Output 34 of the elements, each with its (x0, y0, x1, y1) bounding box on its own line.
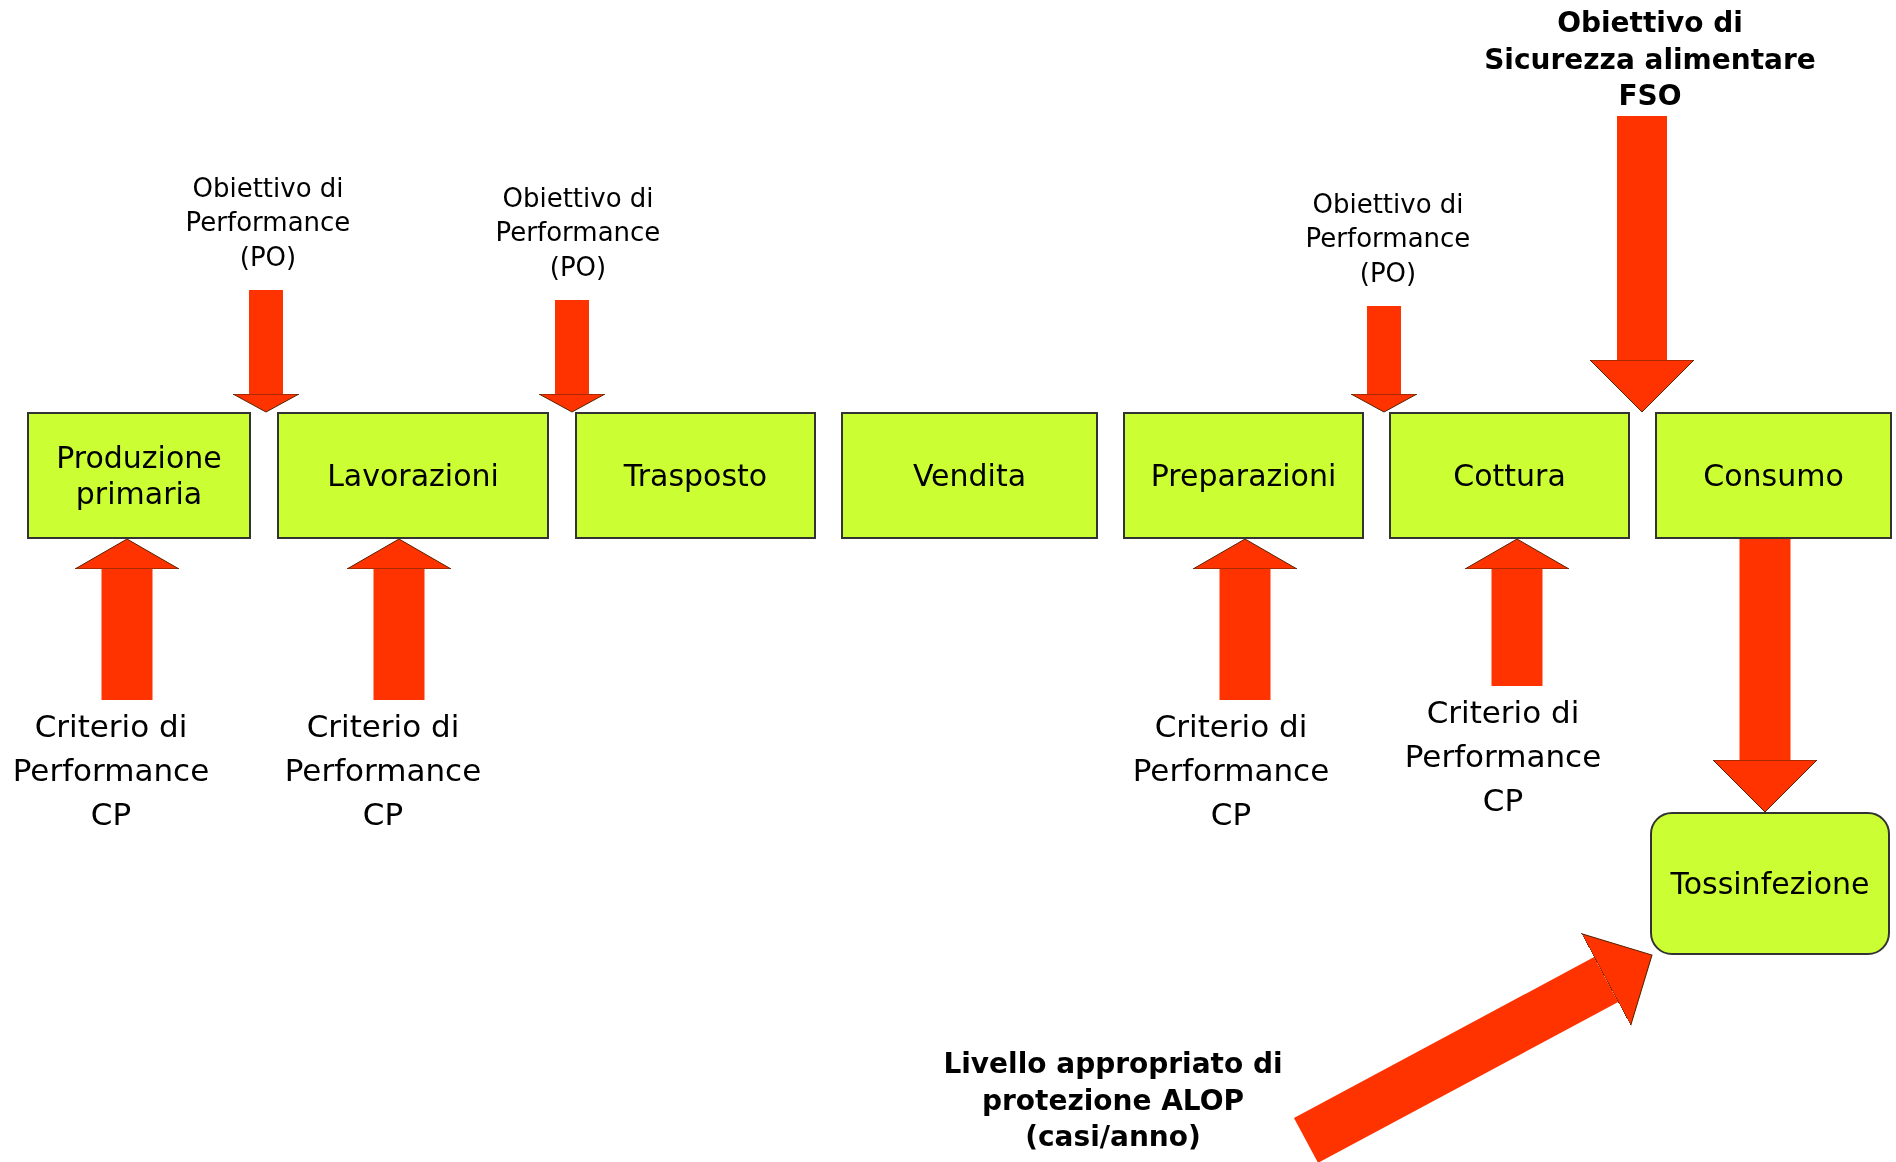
process-box (27, 412, 251, 539)
box-label: Consumo (1703, 457, 1844, 494)
box-label: Lavorazioni (327, 457, 499, 494)
block-arrow (346, 538, 452, 700)
criterion-label: Obiettivo di Performance (PO) (1304, 188, 1472, 290)
block-arrow (74, 538, 180, 700)
criterion-label: Criterio di Performance CP (283, 706, 483, 834)
process-box (1123, 412, 1364, 539)
criterion-label: Obiettivo di Performance (PO) (494, 182, 662, 284)
block-arrow (1712, 539, 1818, 813)
box-label: Tossinfezione (1670, 865, 1870, 902)
process-box (1655, 412, 1892, 539)
process-box (575, 412, 816, 539)
criterion-label: Criterio di Performance CP (11, 706, 211, 834)
block-arrow (1589, 116, 1695, 413)
box-label: Trasposto (623, 457, 768, 494)
block-arrow (232, 290, 300, 413)
process-box (277, 412, 549, 539)
box-label: Vendita (912, 457, 1027, 494)
process-box (1389, 412, 1630, 539)
block-arrow (1192, 538, 1298, 700)
objective-label: Obiettivo di Sicurezza alimentare FSO (1483, 5, 1817, 115)
criterion-label: Obiettivo di Performance (PO) (184, 172, 352, 274)
box-label: Cottura (1453, 457, 1566, 494)
box-label: Produzione primaria (55, 439, 223, 512)
block-arrow (1350, 306, 1418, 413)
objective-label: Livello appropriato di protezione ALOP (casi/anno) (942, 1046, 1284, 1156)
outcome-box (1650, 812, 1890, 955)
block-arrow (538, 300, 606, 413)
block-arrow (1464, 538, 1570, 686)
process-box (841, 412, 1098, 539)
criterion-label: Criterio di Performance CP (1131, 706, 1331, 834)
criterion-label: Criterio di Performance CP (1403, 692, 1603, 820)
box-label: Preparazioni (1150, 457, 1337, 494)
